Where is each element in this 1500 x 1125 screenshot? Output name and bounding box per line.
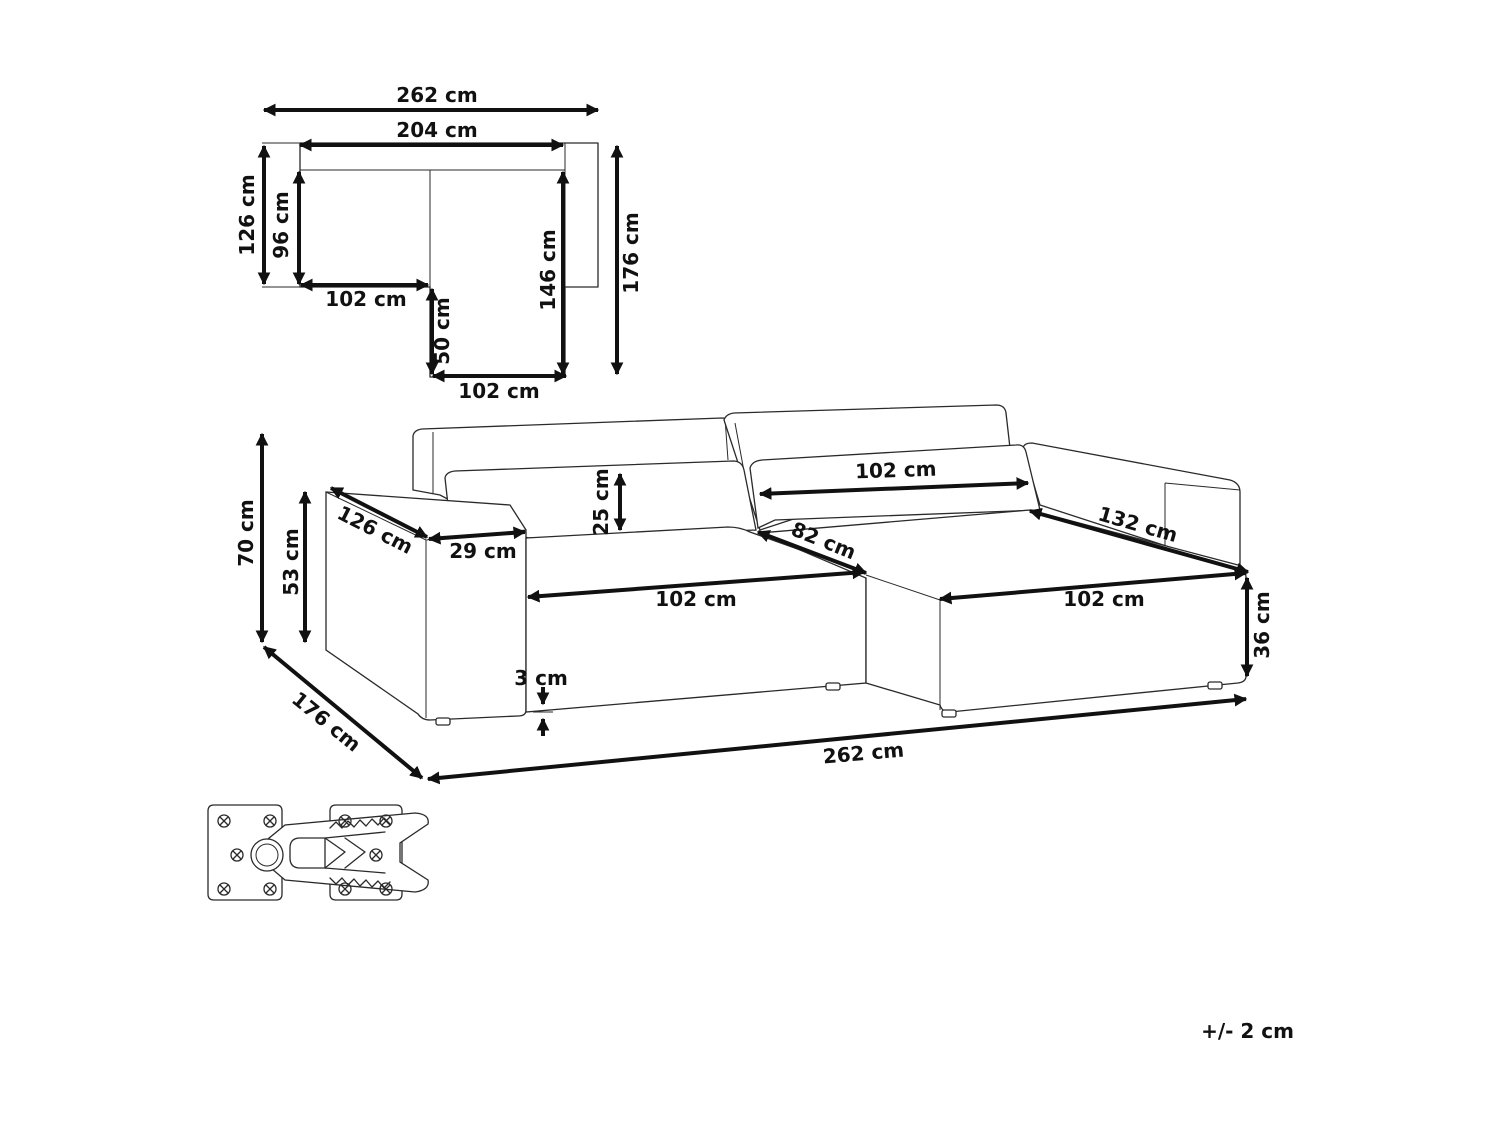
dim-seat-height-label: 36 cm (1250, 591, 1274, 659)
dim-armrest-width-label: 29 cm (449, 539, 517, 563)
sofa-connector-clip-icon (207, 804, 429, 901)
dim-seat-depth-label: 96 cm (269, 191, 293, 259)
dim-chaise-seat-width-line (938, 567, 1248, 605)
foot-2 (825, 682, 841, 691)
dim-chaise-length-line (1028, 507, 1250, 576)
dim-total-width-label: 262 cm (396, 83, 477, 107)
dim-seat-depth-line (756, 530, 868, 575)
dim-chaise-width-label: 102 cm (458, 379, 539, 403)
dim-back-cushion-width-label: 102 cm (855, 457, 937, 484)
foot-4 (1207, 681, 1223, 690)
dim-armrest-length-line (329, 486, 429, 539)
dim-seat-width-label: 102 cm (655, 587, 736, 611)
back-cushion-left (444, 460, 757, 539)
dim-chaise-length-label: 146 cm (536, 229, 560, 310)
foot-3 (941, 709, 957, 718)
dim-total-height-label: 70 cm (234, 499, 258, 567)
dim-chaise-seat-width-label: 102 cm (1063, 587, 1144, 611)
perspective-view-diagram: 70 cm 53 cm 126 cm 29 cm 25 cm 102 cm 82… (234, 404, 1274, 785)
foot-1 (435, 717, 451, 726)
dim-armrest-height-label: 53 cm (279, 528, 303, 596)
tolerance-note: +/- 2 cm (1201, 1019, 1294, 1043)
dim-leg-height-label: 3 cm (514, 666, 568, 690)
dim-left-section-label: 102 cm (325, 287, 406, 311)
dim-inner-width-label: 204 cm (396, 118, 477, 142)
dim-seat-width-line (526, 566, 866, 603)
dim-armrest-width-line (427, 526, 527, 545)
dim-left-depth-label: 126 cm (235, 174, 259, 255)
top-view-diagram: 262 cm 204 cm 126 cm 96 cm 102 cm 50 cm … (235, 83, 643, 403)
dim-step-depth-label: 50 cm (430, 297, 454, 365)
dim-cushion-height-label: 25 cm (589, 468, 613, 536)
dim-total-width-line (426, 693, 1248, 785)
dim-total-width-label: 262 cm (822, 738, 905, 769)
dim-total-depth-label: 176 cm (619, 212, 643, 293)
dim-total-depth-line (262, 645, 424, 780)
dim-back-cushion-width-line (758, 477, 1030, 500)
